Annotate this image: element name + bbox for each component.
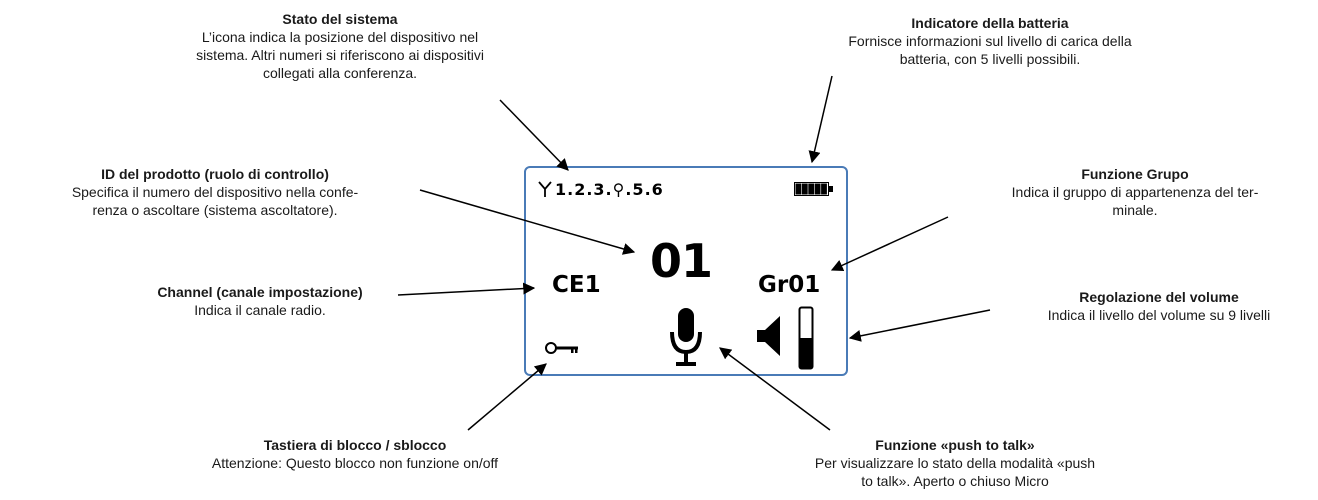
battery-cell xyxy=(801,183,808,195)
arrow-group xyxy=(830,216,949,271)
callout-product-id: ID del prodotto (ruolo di controllo) Spe… xyxy=(0,165,430,219)
arrow-channel xyxy=(397,282,536,296)
callout-title: Regolazione del volume xyxy=(1079,289,1239,305)
callout-description: Per visualizzare lo stato della modalità… xyxy=(814,455,1096,489)
key-icon xyxy=(545,342,578,354)
antenna-icon xyxy=(538,181,552,197)
callout-description: Indica il livello del volume su 9 livell… xyxy=(1047,307,1271,323)
callout-description: Attenzione: Questo blocco non funzione o… xyxy=(211,455,499,471)
arrow-battery xyxy=(808,75,833,164)
status-numbers: 1.2.3.⚲.5.6 xyxy=(555,180,664,199)
device-display: 1.2.3.⚲.5.6 01 CE1 Gr01 xyxy=(524,166,848,376)
callout-description: L’icona indica la posizione del disposit… xyxy=(196,29,484,81)
callout-battery-indicator: Indicatore della batteria Fornisce infor… xyxy=(760,14,1220,68)
callout-title: Funzione «push to talk» xyxy=(875,437,1035,453)
arrow-volume xyxy=(848,309,991,342)
battery-cell xyxy=(795,183,802,195)
arrow-push-to-talk xyxy=(719,347,831,431)
battery-cell xyxy=(821,183,827,195)
battery-cell xyxy=(814,183,821,195)
callout-description: Indica il gruppo di appartenenza del ter… xyxy=(1011,184,1259,218)
system-status-readout: 1.2.3.⚲.5.6 xyxy=(538,180,664,199)
callout-description: Specifica il numero del dispositivo nell… xyxy=(71,184,359,218)
callout-group-function: Funzione Grupo Indica il gruppo di appar… xyxy=(950,165,1318,219)
callout-title: Indicatore della batteria xyxy=(911,15,1069,31)
group-readout: Gr01 xyxy=(758,272,821,298)
callout-system-status: Stato del sistema L’icona indica la posi… xyxy=(145,10,535,82)
callout-push-to-talk: Funzione «push to talk» Per visualizzare… xyxy=(760,436,1150,490)
battery-icon xyxy=(794,182,833,196)
callout-volume: Regolazione del volume Indica il livello… xyxy=(1000,288,1318,324)
callout-title: Funzione Grupo xyxy=(1081,166,1189,182)
battery-cell xyxy=(808,183,815,195)
callout-description: Fornisce informazioni sul livello di car… xyxy=(848,33,1132,67)
callout-title: Stato del sistema xyxy=(282,11,398,27)
callout-channel: Channel (canale impostazione) Indica il … xyxy=(100,283,420,319)
device-id-readout: 01 xyxy=(650,234,713,288)
speaker-icon xyxy=(757,316,780,356)
volume-bar-icon xyxy=(798,306,814,370)
callout-title: ID del prodotto (ruolo di controllo) xyxy=(101,166,329,182)
callout-keypad-lock: Tastiera di blocco / sblocco Attenzione:… xyxy=(155,436,555,472)
channel-readout: CE1 xyxy=(552,272,601,298)
callout-title: Tastiera di blocco / sblocco xyxy=(263,437,447,453)
microphone-icon xyxy=(670,308,702,366)
arrow-system-status xyxy=(499,99,569,171)
arrow-product-id xyxy=(419,189,636,255)
callout-title: Channel (canale impostazione) xyxy=(157,284,363,300)
callout-description: Indica il canale radio. xyxy=(194,302,326,318)
arrow-keypad-lock xyxy=(467,363,547,431)
